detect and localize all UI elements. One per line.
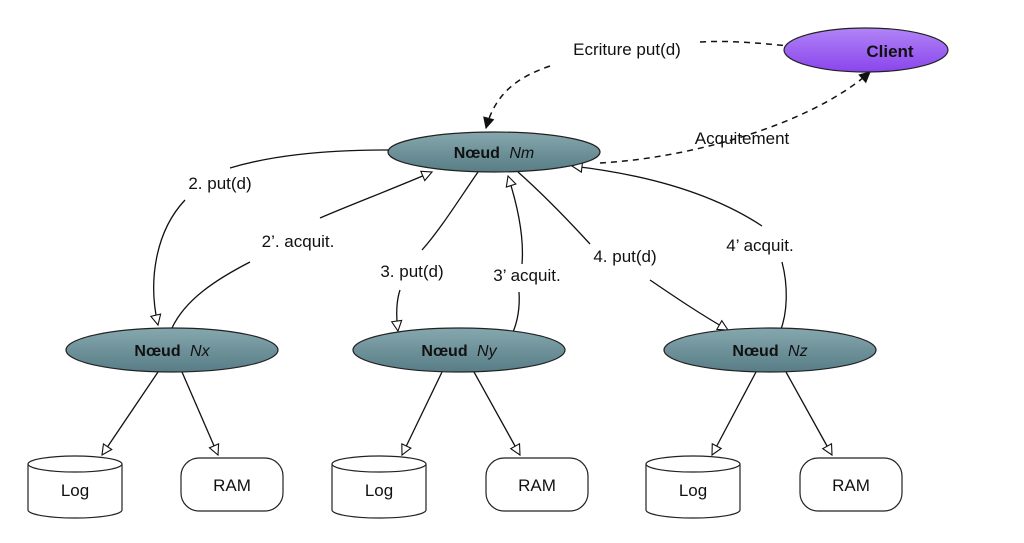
nx-log-label: Log	[61, 481, 89, 500]
ny-ram-store: RAM	[485, 457, 589, 512]
ack-y-edge-tail	[511, 291, 520, 335]
nx-log-store: Log	[27, 455, 123, 519]
master-node-id: Nm	[509, 145, 534, 162]
nz-log-edge	[712, 371, 757, 455]
node-y: Nœud Ny	[352, 327, 566, 373]
nx-log-edge	[102, 371, 159, 455]
ack-x-label: 2’. acquit.	[262, 232, 335, 251]
node-z: Nœud Nz	[663, 327, 877, 373]
write-request-edge-a	[699, 40, 791, 47]
node-x-name: Nœud	[134, 343, 180, 360]
ack-label: Acquitement	[695, 129, 790, 148]
write-label: Ecriture put(d)	[573, 40, 681, 59]
ny-log-label: Log	[365, 481, 393, 500]
put-x-label: 2. put(d)	[188, 174, 251, 193]
put-x-edge	[154, 149, 391, 325]
put-y-edge	[421, 171, 479, 251]
node-y-name: Nœud	[421, 343, 467, 360]
write-request-edge-b	[486, 65, 551, 128]
ny-log-edge	[402, 371, 443, 455]
nz-ram-edge	[785, 371, 832, 455]
ack-edge	[599, 72, 870, 164]
node-z-name: Nœud	[732, 343, 778, 360]
nx-ram-label: RAM	[213, 476, 251, 495]
node-y-id: Ny	[477, 343, 498, 360]
nz-ram-store: RAM	[799, 457, 903, 512]
nz-log-store: Log	[645, 455, 741, 519]
nx-ram-store: RAM	[180, 457, 284, 512]
put-z-edge-tail	[649, 279, 728, 330]
master-node-name: Nœud	[454, 145, 500, 162]
node-z-label: Nœud Nz	[732, 343, 807, 360]
ny-log-store: Log	[331, 455, 427, 519]
put-z-edge	[517, 171, 591, 245]
node-x-id: Nx	[190, 343, 211, 360]
node-x: Nœud Nx	[65, 327, 279, 373]
put-z-label: 4. put(d)	[593, 247, 656, 266]
node-y-label: Nœud Ny	[421, 343, 497, 360]
put-y-label: 3. put(d)	[380, 262, 443, 281]
nx-ram-edge	[181, 371, 218, 455]
ack-y-edge	[508, 176, 524, 265]
client-node: Client	[783, 27, 949, 73]
ack-x-edge	[171, 172, 432, 329]
ack-y-label: 3’ acquit.	[493, 266, 560, 285]
node-z-id: Nz	[788, 343, 808, 360]
ny-ram-edge	[473, 371, 520, 455]
client-label: Client	[866, 42, 914, 61]
nz-ram-label: RAM	[832, 476, 870, 495]
ny-ram-label: RAM	[518, 476, 556, 495]
master-node-label: Nœud Nm	[454, 145, 535, 162]
ack-z-edge	[572, 166, 763, 227]
ack-z-edge-tail	[779, 261, 787, 333]
ack-z-label: 4’ acquit.	[726, 236, 793, 255]
master-node: Nœud Nm	[387, 131, 601, 173]
nz-log-label: Log	[679, 481, 707, 500]
put-y-edge-tail	[397, 289, 400, 331]
node-x-label: Nœud Nx	[134, 343, 210, 360]
